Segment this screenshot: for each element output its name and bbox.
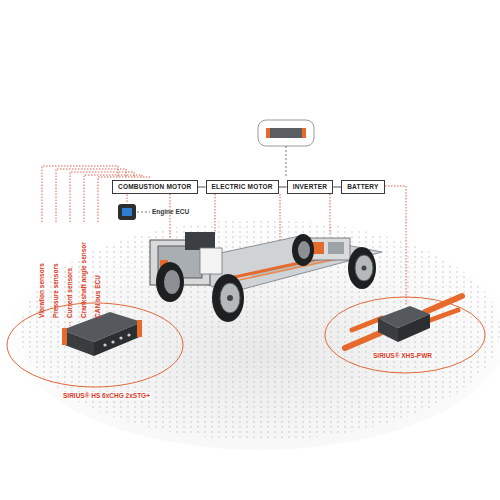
box-label: BATTERY (347, 183, 378, 191)
box-label: COMBUSTION MOTOR (118, 183, 192, 191)
daq-device (62, 312, 142, 356)
chassis (150, 232, 382, 292)
process-box: COMBUSTION MOTOR (112, 180, 198, 194)
wheel (292, 234, 314, 266)
box-label: ELECTRIC MOTOR (212, 183, 273, 191)
process-box: ELECTRIC MOTOR (206, 180, 279, 194)
wheel (212, 274, 244, 322)
wheel (348, 247, 376, 289)
sensor-label: Pressure sensors (52, 263, 60, 318)
sensor-label: Vibration sensors (38, 263, 46, 318)
power-device (345, 296, 462, 348)
sensor-label: Current sensors (66, 268, 74, 318)
process-box: INVERTER (287, 180, 333, 194)
device-ring (325, 297, 485, 373)
ecu-line (137, 212, 150, 213)
inverter-picture (258, 120, 314, 178)
connector-line (198, 187, 206, 188)
process-box: BATTERY (341, 180, 384, 194)
floor-grid (20, 220, 500, 440)
connector-line (333, 187, 341, 188)
box-label: INVERTER (293, 183, 327, 191)
leader-lines (42, 166, 406, 326)
floor-shadow (10, 210, 500, 450)
sensor-label: CAN bus ECU (94, 275, 102, 318)
product-name: SIRIUS® HS 6xCHG 2xSTG+ (62, 392, 151, 400)
connector-line (279, 187, 287, 188)
wheel (156, 262, 184, 302)
device-label: Engine ECU (152, 208, 189, 216)
product-name: SIRIUS® XHS-PWR (372, 352, 433, 360)
ecu-icon (118, 204, 136, 220)
sensor-label: Crankshaft angle sensor (80, 242, 88, 318)
